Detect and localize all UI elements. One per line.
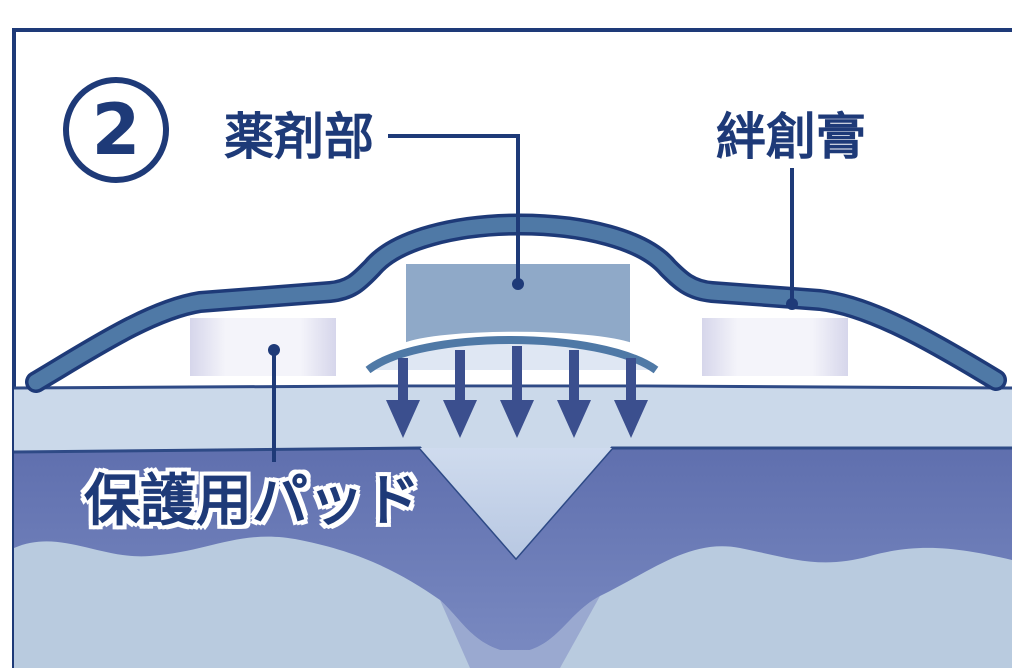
label-protective-pad: 保護用パッド (84, 469, 420, 534)
drug-part-block (402, 260, 634, 348)
leader-dot-bandage (786, 298, 798, 310)
wound-wedge (420, 448, 612, 558)
arrow-down-icon (500, 346, 534, 438)
step-number: 2 (91, 89, 141, 171)
tissue-layer (14, 536, 1012, 668)
arrow-down-icon (557, 350, 591, 438)
downward-arrows (386, 346, 648, 438)
step-number-circle (63, 77, 169, 183)
label-drug-part: 薬剤部 (224, 108, 374, 166)
protective-pad-right (698, 314, 852, 380)
protective-pad-left (186, 314, 340, 380)
drug-contact-surface (365, 336, 659, 374)
arrow-down-icon (614, 358, 648, 438)
leader-dot-pad (268, 344, 280, 356)
leader-dot-drug (512, 278, 524, 290)
arrow-down-icon (443, 350, 477, 438)
arrow-down-icon (386, 358, 420, 438)
leader-line-drug (388, 134, 520, 282)
label-bandage: 絆創膏 (716, 108, 866, 166)
